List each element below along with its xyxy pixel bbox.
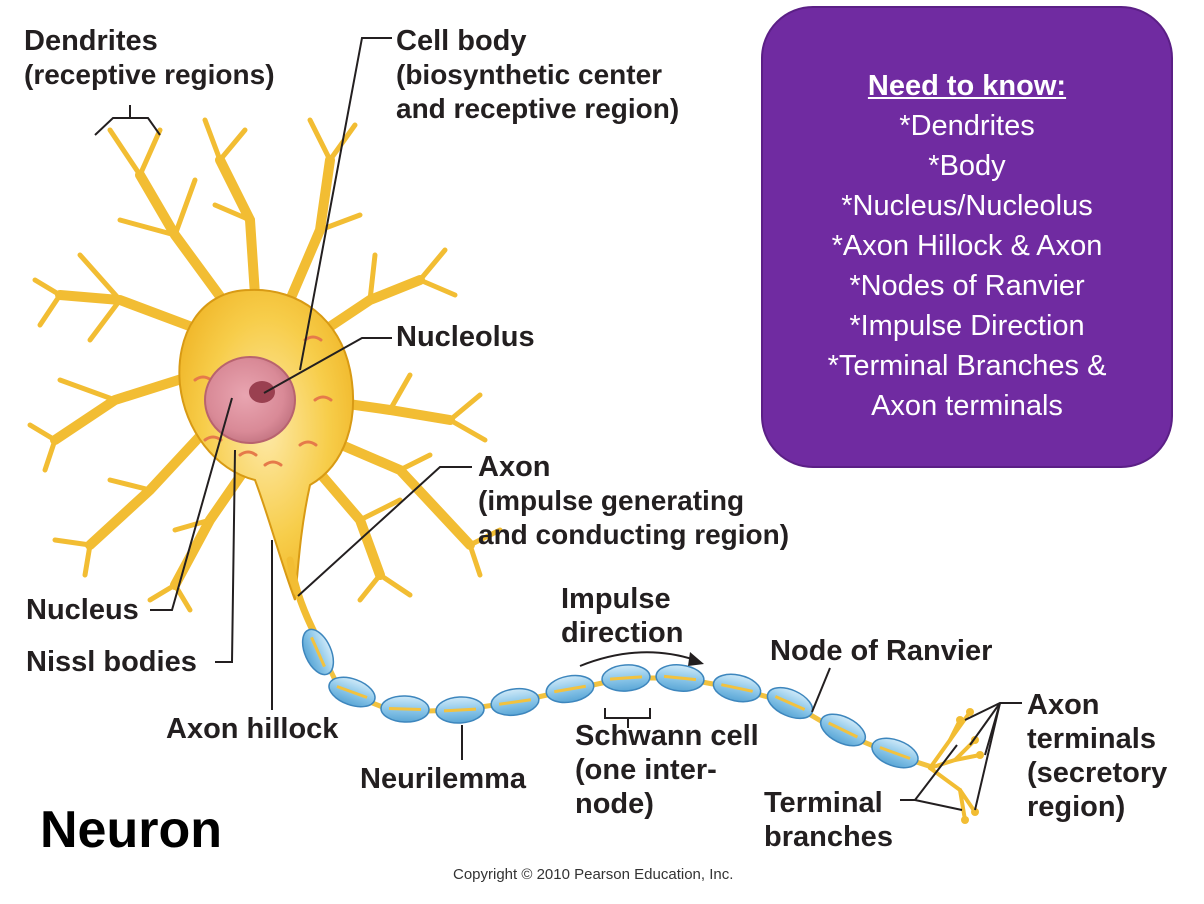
need-item: *Nucleus/Nucleolus <box>841 190 1093 222</box>
arrowhead-icon <box>688 652 704 666</box>
axon-terminals-line4: region) <box>1027 791 1126 823</box>
need-item: *Axon Hillock & Axon <box>831 230 1103 262</box>
axon-within-sheath <box>336 685 368 699</box>
need-to-know-list: *Dendrites *Body *Nucleus/Nucleolus *Axo… <box>763 106 1171 426</box>
axon-sub2: and conducting region) <box>478 519 790 550</box>
need-item: *Nodes of Ranvier <box>849 270 1085 302</box>
need-item: *Dendrites <box>899 110 1035 142</box>
axon-within-sheath <box>721 683 753 693</box>
axon-within-sheath <box>498 698 532 706</box>
axon-within-sheath <box>443 707 477 713</box>
cell-body-sub2: and receptive region) <box>396 93 680 124</box>
dendrites-bracket <box>94 105 161 136</box>
schwann-line3: node) <box>575 788 654 820</box>
leader-lines <box>150 37 1022 811</box>
label-axon-terminals: Axon terminals (secretory region) <box>1027 688 1167 824</box>
label-node-of-ranvier: Node of Ranvier <box>770 635 993 667</box>
need-to-know-box: Need to know: *Dendrites *Body *Nucleus/… <box>761 6 1173 468</box>
impulse-line2: direction <box>561 617 684 649</box>
cell-body <box>178 288 354 601</box>
label-dendrites: Dendrites (receptive regions) <box>24 24 275 92</box>
need-item: Axon terminals <box>871 390 1063 422</box>
terminal-line2: branches <box>764 821 893 853</box>
nucleus <box>204 356 296 444</box>
copyright-text: Copyright © 2010 Pearson Education, Inc. <box>453 866 734 883</box>
axon-within-sheath <box>388 706 422 712</box>
label-neurilemma: Neurilemma <box>360 763 527 795</box>
label-axon-hillock: Axon hillock <box>166 713 339 745</box>
axon-within-sheath <box>609 675 643 681</box>
axon-within-sheath <box>310 636 326 668</box>
axon-terminals-line2: terminals <box>1027 723 1156 755</box>
label-impulse-direction: Impulse direction <box>561 582 683 650</box>
label-nissl-bodies: Nissl bodies <box>26 646 197 678</box>
page-title: Neuron <box>40 801 222 859</box>
axon-within-sheath <box>663 674 697 682</box>
cell-body-sub1: (biosynthetic center <box>396 59 663 90</box>
schwann-line2: (one inter- <box>575 754 717 786</box>
axon-terminals-line1: Axon <box>1027 689 1100 721</box>
dendrites-sub: (receptive regions) <box>24 59 275 90</box>
label-axon: Axon (impulse generating and conducting … <box>478 450 789 552</box>
need-item: *Body <box>928 150 1006 182</box>
schwann-line1: Schwann cell <box>575 720 759 752</box>
label-cell-body: Cell body (biosynthetic center and recep… <box>396 24 679 126</box>
impulse-direction-arrow <box>579 651 696 667</box>
dendrites-title: Dendrites <box>24 25 158 57</box>
axon-within-sheath <box>774 695 806 711</box>
axon-within-sheath <box>879 746 911 760</box>
axon-terminal-knobs <box>956 708 984 824</box>
need-item: *Impulse Direction <box>849 310 1085 342</box>
terminal-line1: Terminal <box>764 787 883 819</box>
need-to-know-title: Need to know: <box>867 70 1067 102</box>
impulse-line1: Impulse <box>561 583 671 615</box>
myelin-sheath <box>301 628 919 769</box>
axon-terminals-line3: (secretory <box>1027 757 1168 789</box>
label-schwann-cell: Schwann cell (one inter- node) <box>575 719 759 821</box>
label-nucleolus: Nucleolus <box>396 321 535 353</box>
axon-title: Axon <box>478 451 551 483</box>
axon-within-sheath <box>553 684 587 694</box>
cell-body-title: Cell body <box>396 25 527 57</box>
axon-sub1: (impulse generating <box>478 485 745 516</box>
need-item: *Terminal Branches & <box>827 350 1107 382</box>
axon-within-sheath <box>827 721 859 739</box>
label-nucleus: Nucleus <box>26 594 139 626</box>
label-terminal-branches: Terminal branches <box>764 786 893 854</box>
nucleolus <box>249 381 275 403</box>
